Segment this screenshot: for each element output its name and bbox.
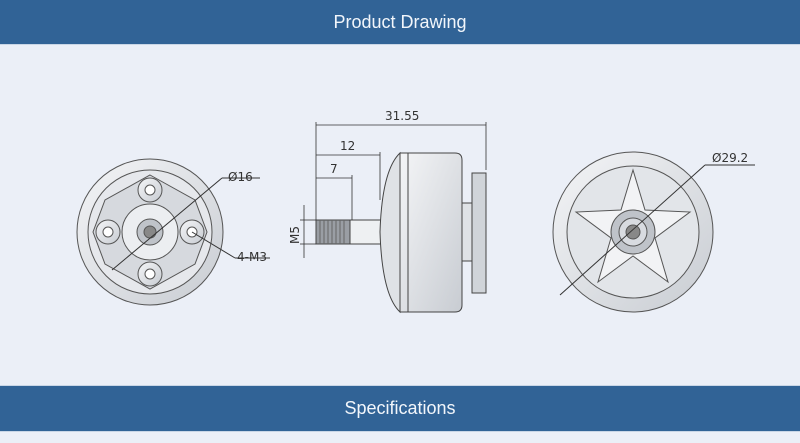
side-view [315,151,487,314]
section-title: Product Drawing [333,12,467,32]
specifications-header: Specifications [0,385,800,432]
bell-diameter-label: Ø29.2 [712,151,748,165]
overall-length-label: 31.55 [385,109,419,123]
front-diameter-label: Ø16 [228,170,253,184]
front-view [76,158,270,306]
shaft-length-label: 12 [340,139,355,153]
thread-length-label: 7 [330,162,338,176]
rear-view [552,151,755,313]
section-title: Specifications [344,398,456,418]
motor-drawing: Ø16 4-M3 31.55 12 7 M5 [76,109,755,314]
thread-size-label: M5 [288,226,302,244]
mount-holes-label: 4-M3 [237,250,267,264]
product-drawing-header: Product Drawing [0,0,800,45]
dimension-lines [300,122,487,258]
